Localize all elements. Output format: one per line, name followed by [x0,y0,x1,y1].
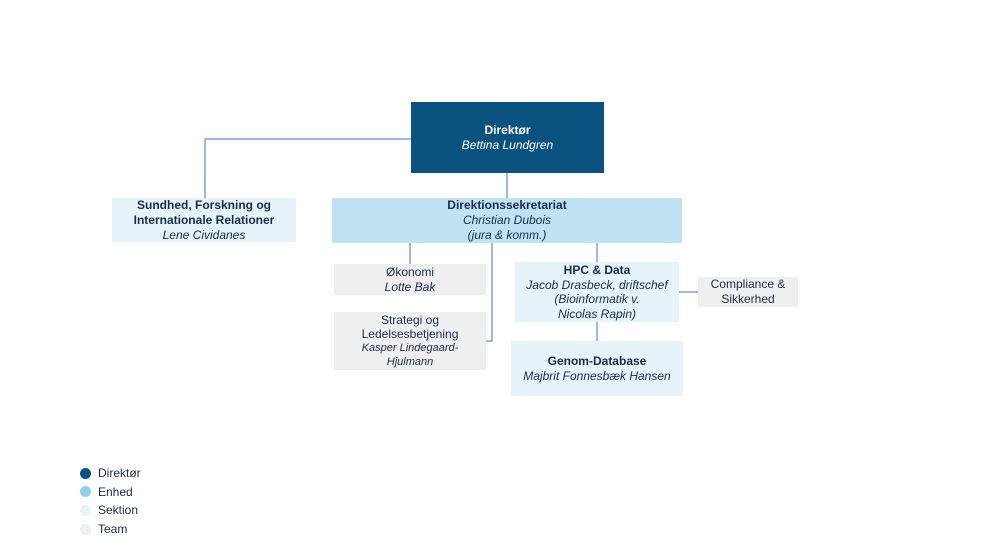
legend-label-sektion: Sektion [98,503,139,518]
node-sundhed-title-line2: Internationale Relationer [133,212,275,227]
node-okonomi-title: Økonomi [385,264,435,279]
node-strategi-title-line1: Strategi og [380,313,440,327]
legend-label-direktor: Direktør [98,466,141,481]
node-hpc-name-line1: Jacob Drasbeck, driftschef [526,277,668,292]
legend-item-team: Team [80,520,141,539]
node-okonomi: Økonomi Lotte Bak [334,264,486,295]
legend-swatch-direktor [80,467,91,479]
node-strategi-name-line1: Kasper Lindegaard- [361,342,459,354]
legend-swatch-team [80,523,91,535]
legend-item-enhed: Enhed [80,483,141,502]
node-strategi-name-line2: Hjulmann [386,356,434,368]
legend-item-direktor: Direktør [80,464,141,483]
node-direktor-title: Direktør [484,122,531,137]
node-hpc-title: HPC & Data [563,263,631,277]
node-hpc-name-line2: (Bioinformatik v. [554,292,640,306]
node-sekretariat-name-line2: (jura & komm.) [467,228,547,242]
legend-swatch-sektion [80,504,91,516]
node-sundhed-title-line1: Sundhed, Forskning og [137,197,271,212]
legend: Direktør Enhed Sektion Team [80,464,141,538]
node-sekretariat: Direktionssekretariat Christian Dubois (… [332,198,682,243]
node-sundhed-name: Lene Cividanes [162,227,246,242]
node-hpc-name-line3: Nicolas Rapin) [557,306,637,321]
node-compliance: Compliance & Sikkerhed [698,277,798,307]
node-sekretariat-title: Direktionssekretariat [447,198,567,212]
node-okonomi-name: Lotte Bak [384,279,436,294]
node-hpc: HPC & Data Jacob Drasbeck, driftschef (B… [515,262,679,322]
node-direktor-name: Bettina Lundgren [461,137,554,152]
legend-label-team: Team [98,522,128,537]
node-genom-name: Majbrit Fonnesbæk Hansen [523,368,671,383]
node-sekretariat-name-line1: Christian Dubois [462,213,552,227]
node-sundhed: Sundhed, Forskning og Internationale Rel… [112,198,296,242]
node-strategi: Strategi og Ledelsesbetjening Kasper Lin… [334,312,486,370]
legend-label-enhed: Enhed [98,484,133,499]
node-compliance-title-line1: Compliance & [710,277,786,291]
legend-item-sektion: Sektion [80,501,141,520]
connector-direktor-sundhed [204,138,411,198]
node-compliance-title-line2: Sikkerhed [721,292,775,306]
legend-swatch-enhed [80,486,91,498]
node-genom-title: Genom-Database [547,353,647,368]
node-strategi-title-line2: Ledelsesbetjening [361,327,459,341]
connector-sekretariat-strategi [486,243,493,342]
node-genom: Genom-Database Majbrit Fonnesbæk Hansen [511,341,683,396]
node-direktor: Direktør Bettina Lundgren [411,102,604,173]
